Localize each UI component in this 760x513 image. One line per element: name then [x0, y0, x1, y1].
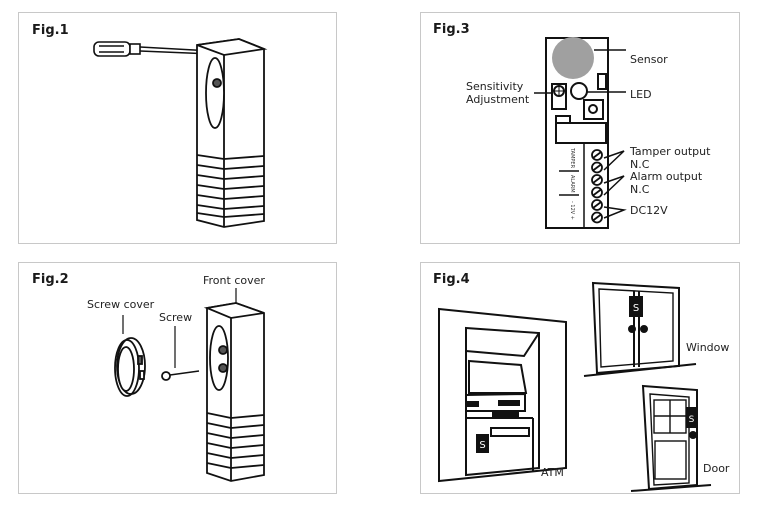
atm-scene — [438, 307, 567, 483]
door-scene — [630, 384, 712, 492]
pcb-tamper-text: TAMPER — [569, 147, 575, 169]
front-cover-device — [203, 302, 265, 482]
pcb-alarm-text: ALARM — [569, 175, 575, 193]
screw-callout: Screw — [159, 311, 193, 324]
sensor-element — [552, 37, 594, 79]
fig4-panel: Fig.4 — [420, 262, 740, 494]
fig3-panel: Fig.3 TAMPER — [420, 12, 740, 244]
tamper-callout-line1: Tamper output — [630, 145, 711, 158]
svg-text:S: S — [689, 415, 695, 425]
svg-text:S: S — [479, 440, 485, 451]
sensitivity-callout-line2: Adjustment — [466, 93, 530, 106]
svg-text:S: S — [633, 303, 639, 314]
sensor-badge-atm: S — [476, 434, 489, 453]
led-icon — [570, 82, 588, 100]
window-scene — [583, 281, 697, 377]
installation-scenes-diagram: S S S — [438, 281, 712, 492]
atm-callout: ATM — [541, 466, 564, 479]
fig4-label: Fig.4 — [433, 272, 470, 287]
tamper-callout-line2: N.C — [630, 158, 650, 171]
screw-cover-icon — [114, 337, 146, 397]
pcb-power-text: - 12V + — [569, 201, 575, 220]
screw-cover-callout: Screw cover — [87, 298, 155, 311]
exploded-view-diagram — [114, 288, 265, 482]
sensitivity-callout-line1: Sensitivity — [466, 80, 524, 93]
screw-icon — [161, 370, 200, 381]
power-callout: DC12V — [630, 204, 668, 217]
fig1-label: Fig.1 — [32, 23, 69, 38]
led-callout: LED — [630, 88, 652, 101]
front-cover-callout: Front cover — [203, 274, 265, 287]
fig2-label: Fig.2 — [32, 272, 69, 287]
pcb-board-diagram: TAMPER ALARM - 12V + — [534, 37, 627, 229]
door-callout: Door — [703, 462, 730, 475]
fig3-label: Fig.3 — [433, 22, 470, 37]
window-callout: Window — [686, 341, 730, 354]
sensor-badge-window: S — [629, 296, 643, 317]
sensor-badge-door: S — [686, 407, 697, 428]
alarm-callout-line2: N.C — [630, 183, 650, 196]
sensor-callout: Sensor — [630, 53, 668, 66]
fig2-panel: Fig.2 Front cover Screw cover Screw — [18, 262, 337, 494]
detector-device-icon — [196, 38, 268, 228]
fig1-panel: Fig.1 — [18, 12, 337, 244]
alarm-callout-line1: Alarm output — [630, 170, 703, 183]
